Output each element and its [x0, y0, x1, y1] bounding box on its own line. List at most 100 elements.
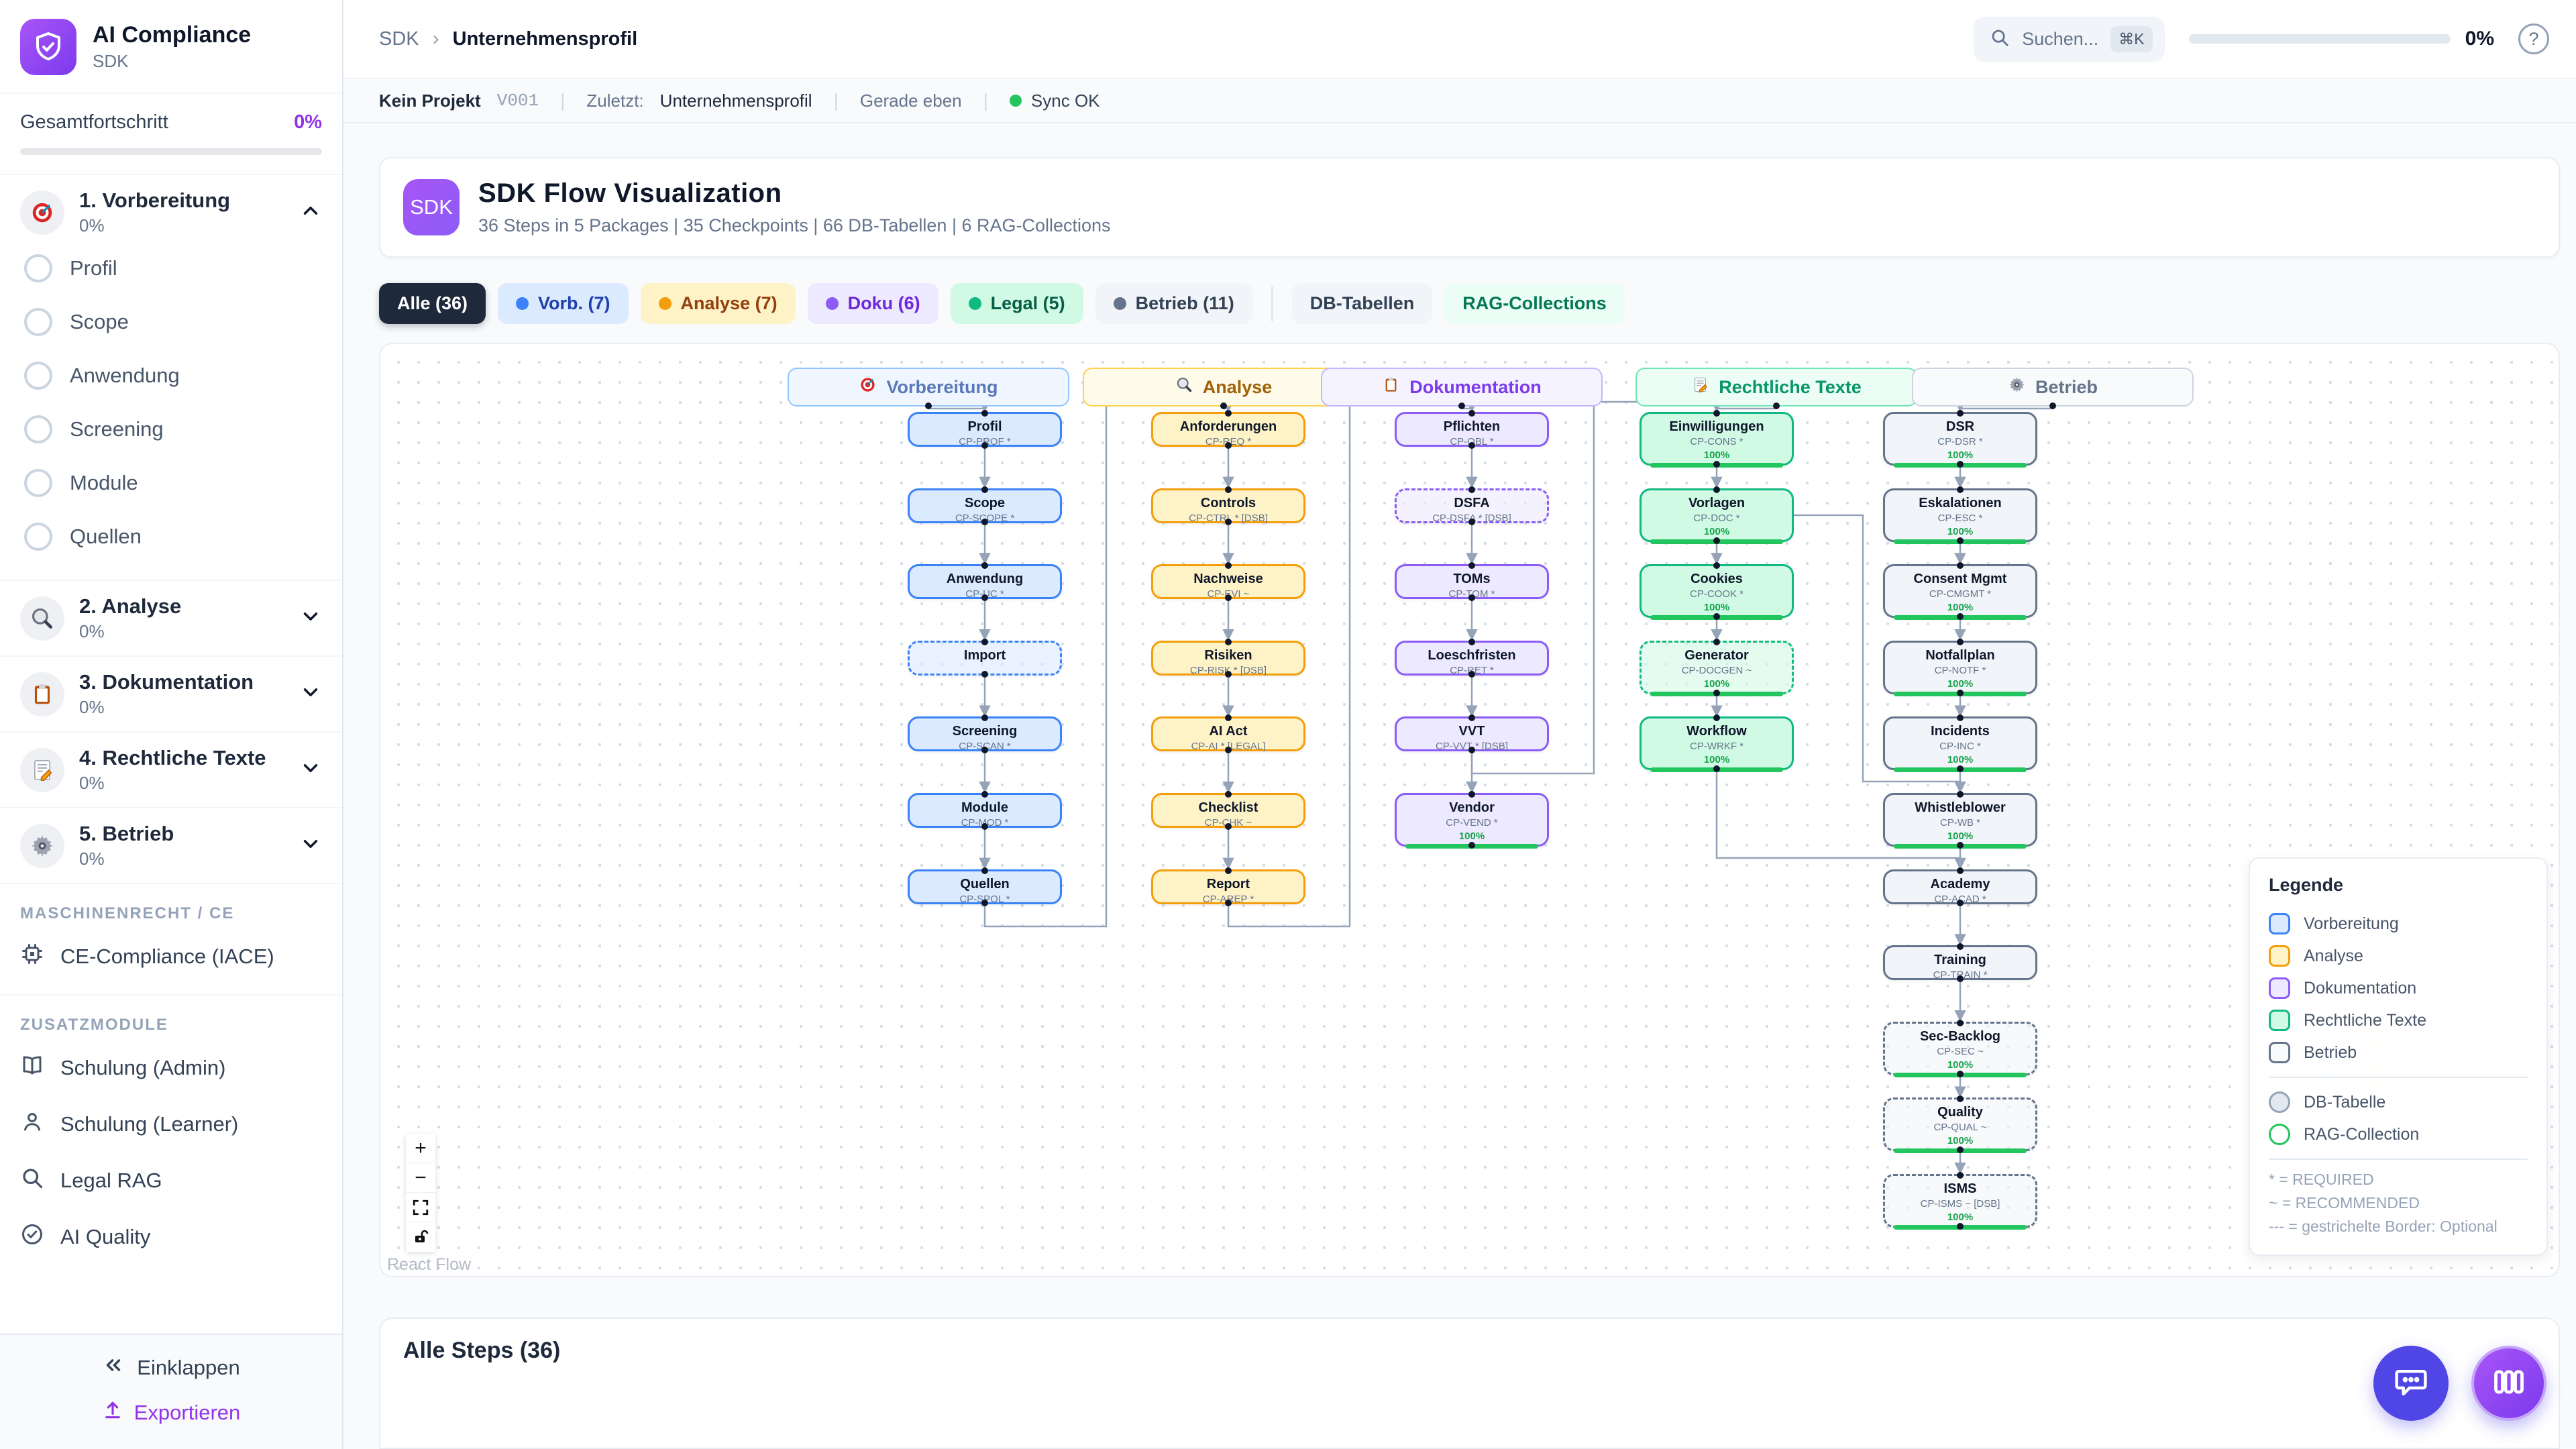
chat-button[interactable] [2373, 1346, 2449, 1421]
zoom-in-button[interactable]: + [406, 1134, 435, 1163]
step-label: Profil [70, 256, 117, 280]
collapse-sidebar-button[interactable]: Einklappen [102, 1354, 240, 1382]
kanban-view-button[interactable] [2471, 1346, 2546, 1421]
filter-chip-rag-collections[interactable]: RAG-Collections [1444, 283, 1625, 324]
sidebar-item-label: Legal RAG [60, 1169, 162, 1192]
filter-chip-analyse-7-[interactable]: Analyse (7) [640, 283, 796, 324]
flow-group-header-vorbereitung[interactable]: Vorbereitung [788, 368, 1069, 409]
sidebar-step-item[interactable]: Screening [20, 402, 322, 456]
node-code: CP-VVT * [DSB] [1435, 741, 1509, 753]
sidebar-step-item[interactable]: Quellen [20, 510, 322, 564]
sidebar-item-legal-rag[interactable]: Legal RAG [0, 1152, 342, 1209]
sidebar-item-label: Schulung (Admin) [60, 1056, 226, 1079]
sidebar-step-item[interactable]: Module [20, 456, 322, 510]
filter-chip-legal-5-[interactable]: Legal (5) [950, 283, 1083, 324]
fit-view-button[interactable] [406, 1193, 435, 1222]
step-label: Anwendung [70, 364, 180, 387]
search-input[interactable]: Suchen... ⌘K [1974, 16, 2165, 62]
sidebar-step-item[interactable]: Scope [20, 295, 322, 349]
breadcrumb-sdk[interactable]: SDK [379, 28, 419, 50]
step-label: Quellen [70, 525, 142, 548]
flow-group-header-dokumentation[interactable]: Dokumentation [1321, 368, 1603, 409]
node-progress-bar [1894, 1072, 2027, 1077]
step-label: Screening [70, 417, 164, 441]
chip-label: Vorb. (7) [538, 293, 610, 313]
filter-chip-betrieb-11-[interactable]: Betrieb (11) [1095, 283, 1252, 324]
sidebar-item-ce-compliance-iace-[interactable]: CE-Compliance (IACE) [0, 928, 342, 985]
node-code: CP-AREP * [1202, 893, 1254, 905]
flow-group-header-analyse[interactable]: Analyse [1083, 368, 1364, 409]
flow-group-header-betrieb[interactable]: Betrieb [1912, 368, 2194, 409]
zoom-out-button[interactable]: − [406, 1163, 435, 1193]
filter-chip-db-tabellen[interactable]: DB-Tabellen [1291, 283, 1433, 324]
node-title: Quellen [960, 876, 1010, 892]
sidebar-item-schulung-learner-[interactable]: Schulung (Learner) [0, 1096, 342, 1152]
node-code: CP-CONS * [1690, 436, 1743, 447]
lock-button[interactable] [406, 1222, 435, 1252]
sidebar-step-item[interactable]: Profil [20, 241, 322, 295]
export-button[interactable]: Exportieren [102, 1399, 240, 1426]
sidebar-item-schulung-admin-[interactable]: Schulung (Admin) [0, 1040, 342, 1096]
flow-node-import[interactable]: Import [908, 638, 1062, 678]
legend-swatch [2269, 913, 2290, 934]
last-value: Unternehmensprofil [659, 90, 812, 111]
sdk-avatar: SDK [403, 179, 460, 235]
sidebar-item-ai-quality[interactable]: AI Quality [0, 1209, 342, 1265]
sidebar-step-item[interactable]: Anwendung [20, 349, 322, 402]
help-icon[interactable]: ? [2518, 23, 2549, 54]
magnifier-icon [1175, 376, 1193, 398]
filter-chip-doku-6-[interactable]: Doku (6) [807, 283, 938, 324]
flow-group-header-rechtliche-texte[interactable]: Rechtliche Texte [1635, 368, 1917, 409]
node-title: Quality [1937, 1105, 1983, 1120]
filter-chip-alle-36-[interactable]: Alle (36) [379, 283, 486, 324]
filter-chip-vorb-7-[interactable]: Vorb. (7) [498, 283, 629, 324]
node-title: Vorlagen [1688, 495, 1746, 511]
